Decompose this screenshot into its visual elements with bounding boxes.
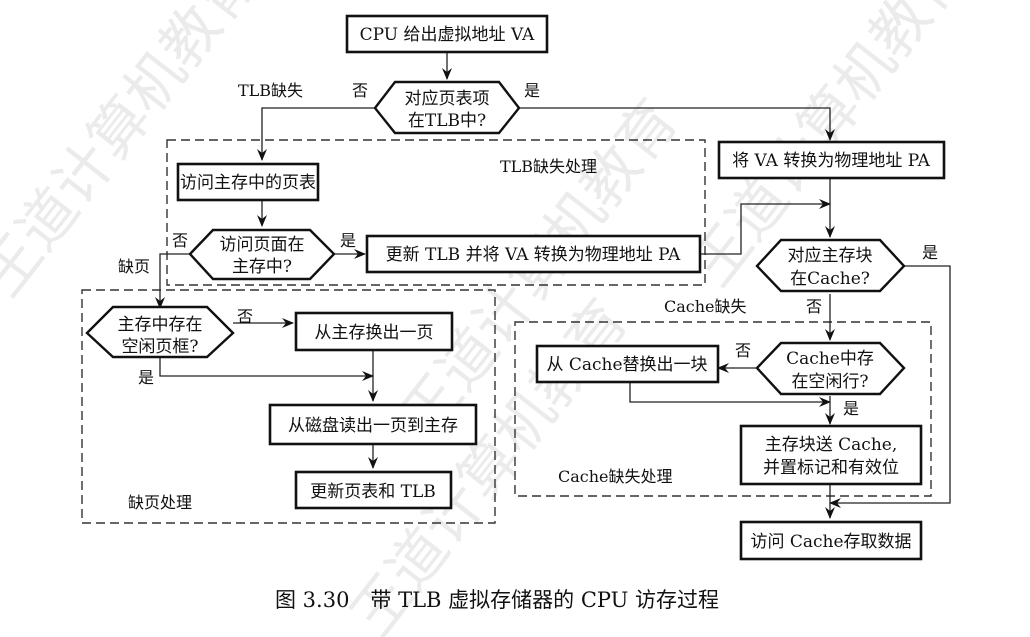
node-update-pt-tlb: 更新页表和 TLB — [294, 470, 453, 510]
decision-block-in-cache: 对应主存块 在Cache? — [755, 238, 906, 293]
label-yes: 是 — [843, 399, 859, 418]
edge-tlb-miss — [257, 107, 375, 161]
svg-text:更新 TLB 并将 VA 转换为物理地址 PA: 更新 TLB 并将 VA 转换为物理地址 PA — [386, 245, 681, 265]
region-tlb-miss — [166, 139, 706, 286]
label-tlb-miss: TLB缺失 — [238, 81, 303, 100]
edge-cache-hit — [829, 265, 951, 508]
svg-text:访问主存中的页表: 访问主存中的页表 — [180, 173, 316, 193]
decision-page-in-memory: 访问页面在 主存中? — [188, 228, 336, 281]
svg-text:在TLB中?: 在TLB中? — [408, 111, 486, 131]
region-label-tlb-miss: TLB缺失处理 — [500, 157, 597, 176]
connectors — [155, 52, 951, 519]
svg-text:主存块送 Cache,: 主存块送 Cache, — [765, 435, 897, 455]
node-read-disk: 从磁盘读出一页到主存 — [268, 403, 478, 446]
decision-free-frame: 主存中存在 空闲页框? — [85, 305, 235, 359]
svg-text:更新页表和 TLB: 更新页表和 TLB — [310, 482, 436, 502]
figure-caption: 图 3.30 带 TLB 虚拟存储器的 CPU 访存过程 — [275, 588, 719, 612]
label-cache-miss: Cache缺失 — [664, 297, 747, 316]
region-label-page-fault: 缺页处理 — [128, 493, 192, 512]
label-yes: 是 — [922, 243, 938, 262]
edge-replace-to-send — [629, 382, 831, 407]
decision-in-tlb: 对应页表项 在TLB中? — [373, 80, 521, 135]
svg-text:访问页面在: 访问页面在 — [220, 235, 305, 255]
region-cache-miss — [514, 321, 932, 497]
label-no: 否 — [352, 81, 368, 100]
label-page-fault: 缺页 — [118, 257, 150, 276]
node-access-cache: 访问 Cache存取数据 — [739, 520, 923, 561]
node-va-to-pa: 将 VA 转换为物理地址 PA — [717, 140, 946, 180]
svg-text:CPU 给出虚拟地址 VA: CPU 给出虚拟地址 VA — [360, 25, 535, 45]
label-yes: 是 — [524, 81, 540, 100]
region-label-cache-miss: Cache缺失处理 — [558, 467, 673, 486]
svg-text:在空闲行?: 在空闲行? — [791, 372, 868, 392]
svg-text:主存中存在: 主存中存在 — [118, 315, 203, 335]
svg-text:并置标记和有效位: 并置标记和有效位 — [763, 458, 899, 478]
svg-text:对应页表项: 对应页表项 — [405, 89, 490, 109]
node-replace-block: 从 Cache替换出一块 — [535, 344, 720, 384]
label-no: 否 — [172, 231, 188, 250]
node-swap-out-page: 从主存换出一页 — [294, 311, 454, 352]
svg-text:从主存换出一页: 从主存换出一页 — [315, 323, 434, 343]
node-send-block: 主存块送 Cache, 并置标记和有效位 — [739, 424, 923, 486]
node-access-page-table: 访问主存中的页表 — [176, 162, 320, 202]
svg-text:在Cache?: 在Cache? — [790, 269, 870, 289]
edge-tlb-hit — [519, 107, 835, 141]
label-no: 否 — [735, 341, 751, 360]
edge-page-fault — [155, 253, 190, 309]
edge-free-frame — [159, 355, 374, 381]
node-start: CPU 给出虚拟地址 VA — [345, 14, 549, 54]
svg-text:访问 Cache存取数据: 访问 Cache存取数据 — [750, 532, 911, 552]
label-no: 否 — [237, 307, 253, 326]
node-update-tlb: 更新 TLB 并将 VA 转换为物理地址 PA — [365, 234, 702, 274]
svg-text:从 Cache替换出一块: 从 Cache替换出一块 — [546, 355, 707, 375]
svg-text:Cache中存: Cache中存 — [786, 349, 874, 369]
svg-text:主存中?: 主存中? — [232, 257, 292, 277]
label-yes: 是 — [138, 368, 154, 387]
label-yes: 是 — [340, 231, 356, 250]
svg-text:空闲页框?: 空闲页框? — [121, 337, 198, 357]
decision-cache-free-line: Cache中存 在空闲行? — [755, 341, 906, 396]
svg-text:从磁盘读出一页到主存: 从磁盘读出一页到主存 — [288, 416, 458, 436]
label-no: 否 — [806, 297, 822, 316]
edge-update-tlb-to-cache — [700, 199, 831, 255]
svg-text:对应主存块: 对应主存块 — [788, 246, 873, 266]
svg-text:将 VA 转换为物理地址 PA: 将 VA 转换为物理地址 PA — [732, 151, 930, 171]
